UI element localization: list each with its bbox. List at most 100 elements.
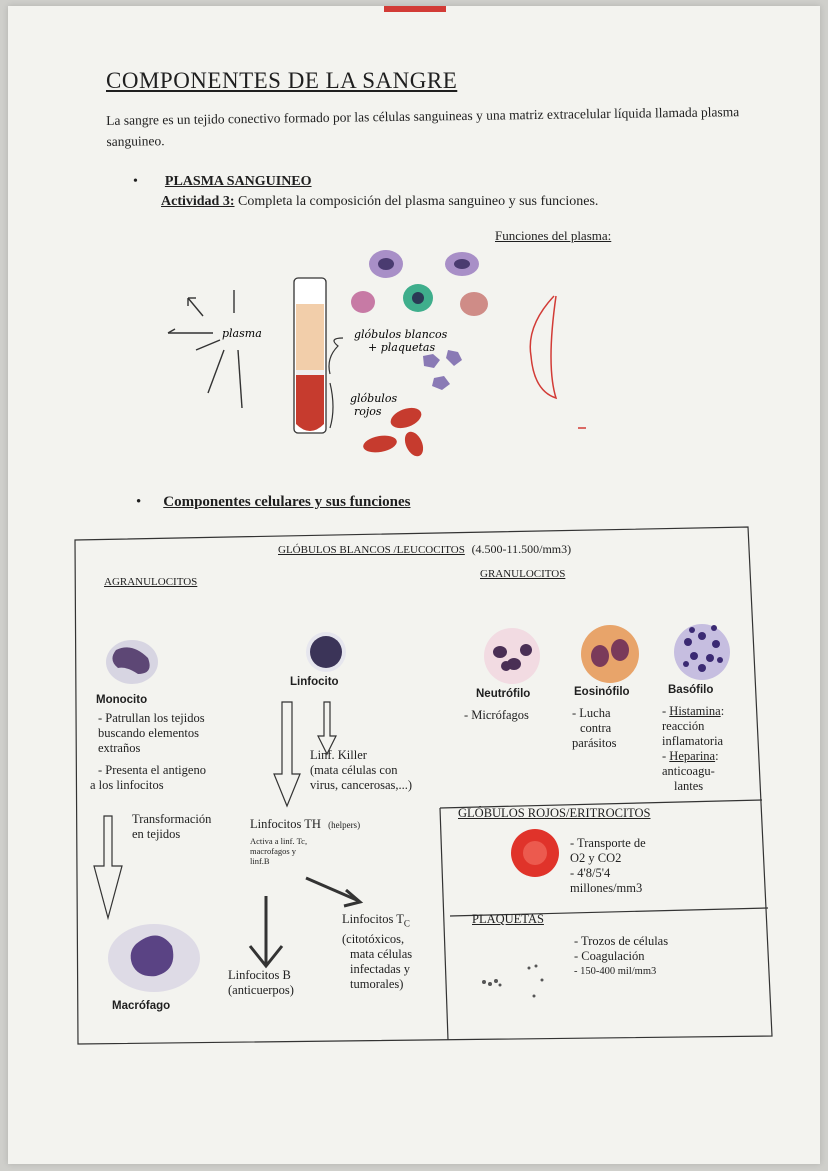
cell-nucleus (454, 259, 470, 269)
bracket (328, 337, 344, 375)
red-blood-cell (404, 431, 424, 457)
rbc-f3: - 4'8/5'4 (570, 866, 611, 880)
th-d3: linf.B (250, 856, 270, 866)
platelet (446, 350, 462, 366)
transformation-1: Transformación (132, 812, 212, 826)
platelets-f3: - 150-400 mil/mm3 (574, 966, 657, 977)
activity-text: Completa la composición del plasma sangu… (234, 194, 599, 209)
red-cells-label-1: glóbulos (350, 392, 397, 405)
basophil-f1c: : (720, 704, 725, 718)
platelets-f2: - Coagulación (574, 949, 645, 963)
wbc-title: GLÓBULOS BLANCOS /LEUCOCITOS (278, 544, 465, 556)
divider (439, 799, 763, 809)
platelets-image (482, 964, 544, 998)
basophil-granules (683, 625, 723, 672)
arrow-line (237, 349, 243, 409)
blood-tube-illustration: plasma glóbulos blancos + plaquetas glób… (167, 250, 488, 457)
monocyte-f2b: a los linfocitos (90, 778, 164, 792)
th-d2: macrofagos y (250, 846, 297, 856)
agranulocitos-label: AGRANULOCITOS (104, 576, 198, 588)
monocyte-nucleus (112, 647, 150, 674)
down-arrow (317, 701, 337, 756)
arrow-line (305, 876, 360, 903)
th-d1: Activa a linf. Tc, (250, 836, 308, 846)
tc-4: tumorales) (350, 976, 404, 991)
eosinophil-image (581, 625, 639, 683)
granulocitos-label: GRANULOCITOS (480, 568, 566, 580)
cell-nucleus (412, 292, 424, 304)
th-sub: (helpers) (328, 820, 361, 830)
basophil-f6: lantes (674, 779, 704, 793)
activity-line: Actividad 3: Completa la composición del… (161, 194, 598, 210)
intro-text: La sangre es un tejido conectivo formado… (106, 104, 740, 149)
basophil-heparina: Heparina (669, 749, 716, 763)
basophil-f5: anticoagu- (662, 764, 715, 778)
lymphocyte-name: Linfocito (290, 676, 339, 688)
eosinophil-nucleus (591, 645, 609, 667)
divider (439, 807, 449, 1041)
section-plasma-heading: •PLASMA SANGUINEO (133, 174, 312, 190)
eosinophil-f3: parásitos (572, 736, 617, 750)
worksheet-page: COMPONENTES DE LA SANGRE La sangre es un… (8, 6, 820, 1164)
divider (449, 907, 769, 917)
th-name: Linfocitos TH (250, 817, 321, 831)
platelets-title: PLAQUETAS (472, 912, 544, 926)
platelets-f1: - Trozos de células (574, 934, 669, 948)
plasma-heading: PLASMA SANGUINEO (164, 174, 312, 189)
basophil-f4c: : (715, 749, 719, 763)
tc-name: Linfocitos T (342, 912, 404, 926)
arrow-line (195, 339, 221, 351)
arrow-head (248, 945, 284, 969)
rbc-f4: millones/mm3 (570, 881, 643, 895)
section-cells-heading: •Componentes celulares y sus funciones (136, 494, 411, 511)
neutrophil-lobes (493, 644, 532, 671)
plasma-label: plasma (222, 327, 262, 340)
basophil-name: Basófilo (668, 684, 714, 696)
cell-nucleus (378, 258, 394, 270)
eosinophil-f1: - Lucha (572, 706, 611, 720)
arrow-line (167, 328, 176, 334)
cells-heading: Componentes celulares y sus funciones (163, 494, 411, 510)
red-blood-cell (363, 435, 397, 453)
platelet (432, 376, 450, 390)
tc-sub: C (403, 918, 410, 929)
arrow-line (207, 349, 225, 394)
rbc-f2: O2 y CO2 (570, 851, 622, 865)
killer-3: virus, cancerosas,...) (310, 778, 413, 792)
monocyte-f1a: - Patrullan los tejidos (98, 711, 205, 725)
killer-note: Linf. Killer (mata células con virus, ca… (310, 748, 412, 793)
plasma-functions-title: Funciones del plasma: (495, 228, 612, 243)
top-red-mark (384, 6, 446, 12)
table-border (74, 526, 773, 1045)
macrophage-nucleus (130, 935, 174, 977)
plasma-layer (296, 304, 324, 370)
white-cell (351, 291, 375, 313)
th-title: Linfocitos TH (helpers) (250, 817, 360, 833)
activity-label: Actividad 3: (161, 194, 235, 209)
down-arrow (273, 701, 301, 808)
tc-note: Linfocitos TC (citotóxicos, mata células… (342, 912, 412, 992)
wbc-title-line: GLÓBULOS BLANCOS /LEUCOCITOS (4.500-11.5… (278, 542, 571, 557)
monocyte-f1b: buscando elementos (98, 726, 200, 740)
buffy-coat-layer (296, 370, 324, 375)
white-cells-label: glóbulos blancos (354, 328, 448, 341)
basophil-functions: - Histamina: reacción inflamatoria - Hep… (662, 704, 724, 794)
monocyte-name: Monocito (96, 694, 148, 706)
eosinophil-name: Eosinófilo (574, 686, 630, 698)
tc-1: (citotóxicos, (342, 931, 405, 946)
lymphocyte-nucleus (310, 636, 342, 668)
arrow-head (343, 888, 364, 908)
neutrophil-name: Neutrófilo (476, 688, 531, 700)
arrow-line (187, 297, 204, 317)
rbc-functions: - Transporte de O2 y CO2 - 4'8/5'4 millo… (570, 836, 646, 896)
eosinophil-f2: contra (580, 721, 612, 735)
bracket (329, 382, 334, 429)
basophil-f1a: - (662, 704, 670, 718)
b-cells-2: (anticuerpos) (228, 983, 294, 997)
killer-1: Linf. Killer (310, 748, 367, 762)
transformation-2: en tejidos (132, 827, 181, 841)
killer-2: (mata células con (310, 763, 398, 777)
red-cell-layer (296, 375, 324, 431)
tc-2: mata células (350, 946, 413, 961)
monocyte-f1c: extraños (98, 741, 141, 755)
